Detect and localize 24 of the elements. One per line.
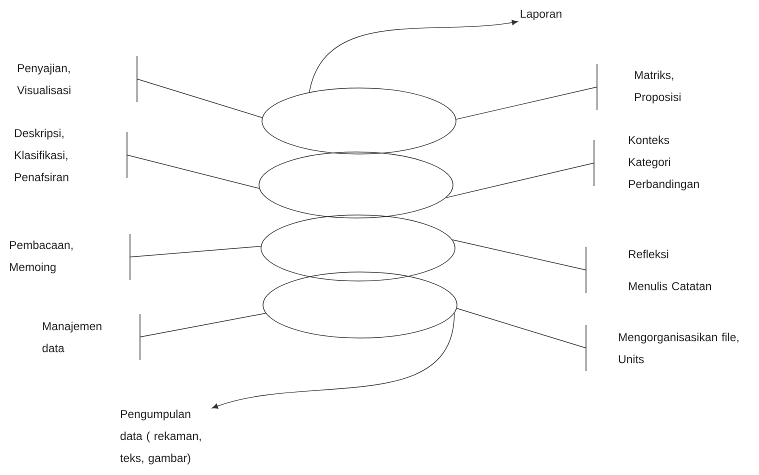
connector-line [456,308,586,348]
text-label: Pengumpulan data ( rekaman, teks, gambar) [120,410,201,464]
connector-line [140,312,266,338]
text-label: Pembacaan, Memoing [10,240,73,274]
text-label: Deskripsi, Klasifikasi, Penafsiran [14,128,68,182]
ellipse [258,152,454,218]
ellipse [262,88,456,154]
curved-arrow [308,20,518,93]
text-label: Konteks Kategori Perbandingan [628,136,699,190]
connector-line [446,162,594,198]
text-label: Laporan [520,10,562,20]
connector-line [452,239,586,270]
ellipse [262,272,458,338]
connector-line [130,246,262,258]
connector-line [126,154,260,189]
connector-line [456,86,598,120]
ellipse [260,214,456,282]
connector-line [136,78,263,118]
curved-arrow [212,312,455,409]
text-label: Manajemen data [42,322,102,352]
text-label: Refleksi Menulis Catatan [628,250,711,290]
text-label: Penyajian, Visualisasi [17,64,70,94]
text-label: Mengorganisasikan file, Units [618,332,738,364]
text-label: Matriks, Proposisi [634,70,681,104]
